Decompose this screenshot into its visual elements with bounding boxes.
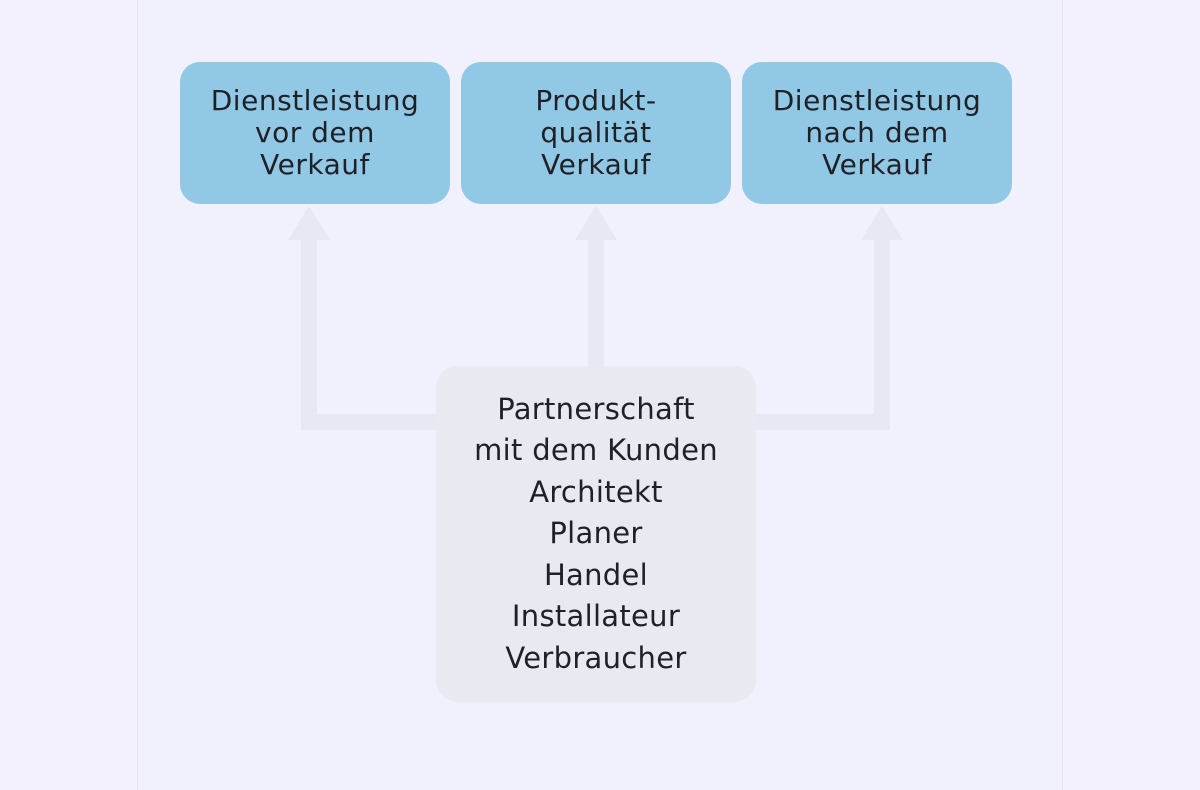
connector-left-horizontal <box>301 414 441 430</box>
box-customer-partnership-label: Partnerschaft mit dem Kunden Architekt P… <box>474 391 718 675</box>
box-product-quality: Produkt- qualität Verkauf <box>461 62 731 204</box>
box-customer-partnership: Partnerschaft mit dem Kunden Architekt P… <box>436 366 756 702</box>
arrowhead-center <box>575 206 617 240</box>
box-product-quality-label: Produkt- qualität Verkauf <box>535 84 657 181</box>
connector-left-vertical <box>301 238 317 430</box>
box-pre-sales-service: Dienstleistung vor dem Verkauf <box>180 62 450 204</box>
box-pre-sales-service-label: Dienstleistung vor dem Verkauf <box>210 84 420 181</box>
box-after-sales-service: Dienstleistung nach dem Verkauf <box>742 62 1012 204</box>
arrowhead-left <box>288 206 330 240</box>
connector-right-vertical <box>874 238 890 430</box>
arrowhead-right <box>861 206 903 240</box>
connector-right-horizontal <box>752 414 890 430</box>
box-after-sales-service-label: Dienstleistung nach dem Verkauf <box>772 84 982 181</box>
connector-center-vertical <box>588 238 604 368</box>
